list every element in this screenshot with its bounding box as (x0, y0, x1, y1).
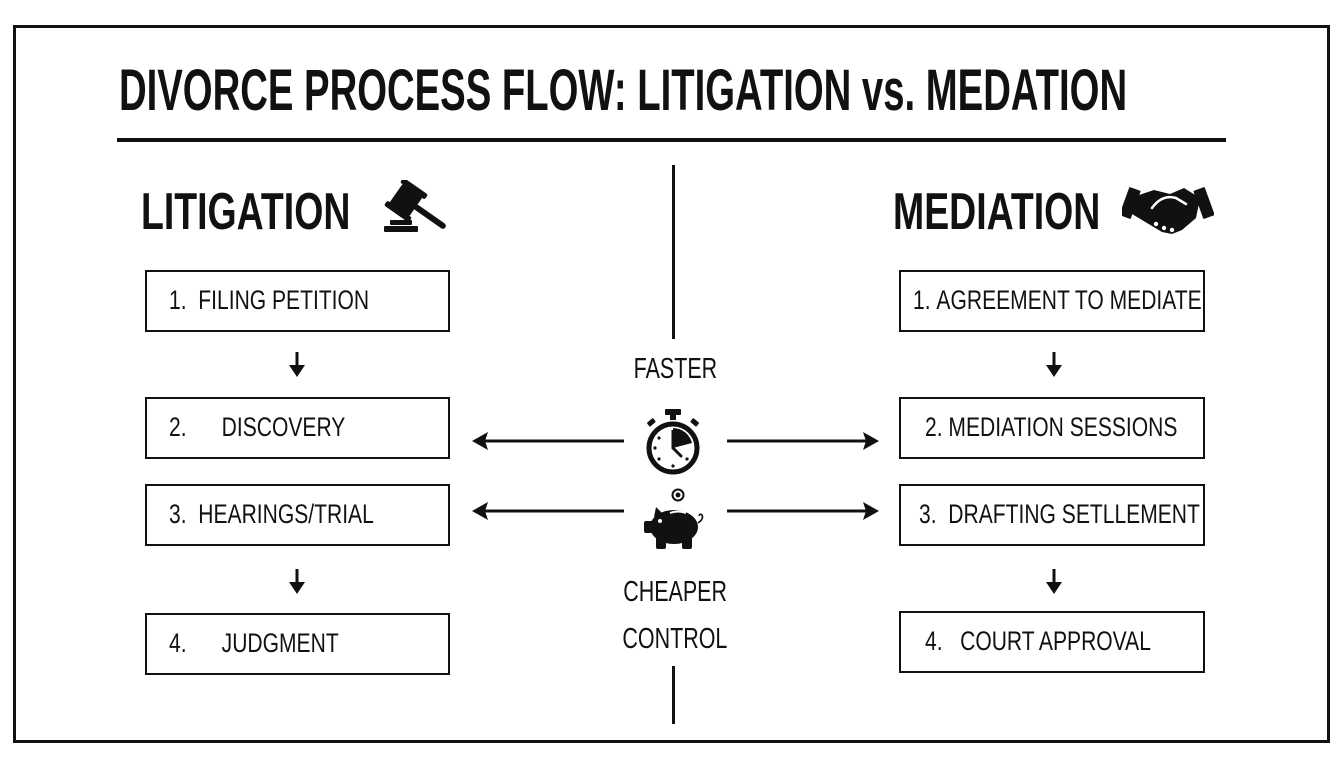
mediation-step-3: 3. DRAFTING SETLLEMENT (899, 484, 1205, 546)
control-label: CONTROL (622, 623, 728, 655)
stopwatch-icon (646, 409, 700, 475)
step-label: JUDGMENT (221, 628, 339, 658)
step-label: MEDIATION SESSIONS (948, 412, 1178, 442)
arrow-right-to-mediation-icon (727, 432, 879, 450)
diagram-title: DIVORCE PROCESS FLOW: LITIGATION vs. MED… (119, 58, 1128, 123)
mediation-heading: MEDIATION (893, 183, 1101, 241)
step-number: 3. (169, 499, 187, 529)
litigation-step-1: 1. FILING PETITION (145, 270, 450, 332)
title-underline (117, 138, 1226, 142)
down-arrow-icon (289, 569, 305, 594)
mediation-step-1: 1. AGREEMENT TO MEDIATE (899, 270, 1205, 332)
step-label: DISCOVERY (221, 412, 346, 442)
step-label: COURT APPROVAL (960, 626, 1151, 656)
litigation-step-3: 3. HEARINGS/TRIAL (145, 484, 450, 546)
step-number: 2. (925, 412, 943, 442)
arrow-left-to-litigation-icon (472, 432, 624, 450)
litigation-step-4: 4. JUDGMENT (145, 613, 450, 675)
piggy-bank-icon (644, 488, 704, 549)
handshake-icon (1122, 187, 1214, 234)
step-label: HEARINGS/TRIAL (198, 499, 374, 529)
cheaper-label: CHEAPER (623, 576, 727, 608)
step-number: 4. (925, 626, 943, 656)
litigation-heading: LITIGATION (141, 183, 351, 241)
mediation-step-4: 4. COURT APPROVAL (899, 611, 1205, 673)
arrow-left-to-litigation-icon (472, 502, 624, 520)
center-divider-bottom (672, 666, 675, 724)
step-number: 4. (169, 628, 187, 658)
down-arrow-icon (1046, 352, 1062, 377)
litigation-step-2: 2. DISCOVERY (145, 397, 450, 459)
center-divider-top (672, 165, 675, 339)
arrow-right-to-mediation-icon (727, 502, 879, 520)
step-number: 3. (919, 499, 937, 529)
step-number: 2. (169, 412, 187, 442)
gavel-icon (384, 180, 446, 232)
step-label: DRAFTING SETLLEMENT (948, 499, 1200, 529)
down-arrow-icon (289, 352, 305, 377)
step-label: FILING PETITION (198, 285, 370, 315)
diagram-frame (13, 25, 1330, 743)
faster-label: FASTER (633, 353, 717, 385)
step-number: 1. (913, 285, 931, 315)
mediation-step-2: 2. MEDIATION SESSIONS (899, 397, 1205, 459)
step-label: AGREEMENT TO MEDIATE (936, 285, 1202, 315)
step-number: 1. (169, 285, 187, 315)
down-arrow-icon (1046, 569, 1062, 594)
